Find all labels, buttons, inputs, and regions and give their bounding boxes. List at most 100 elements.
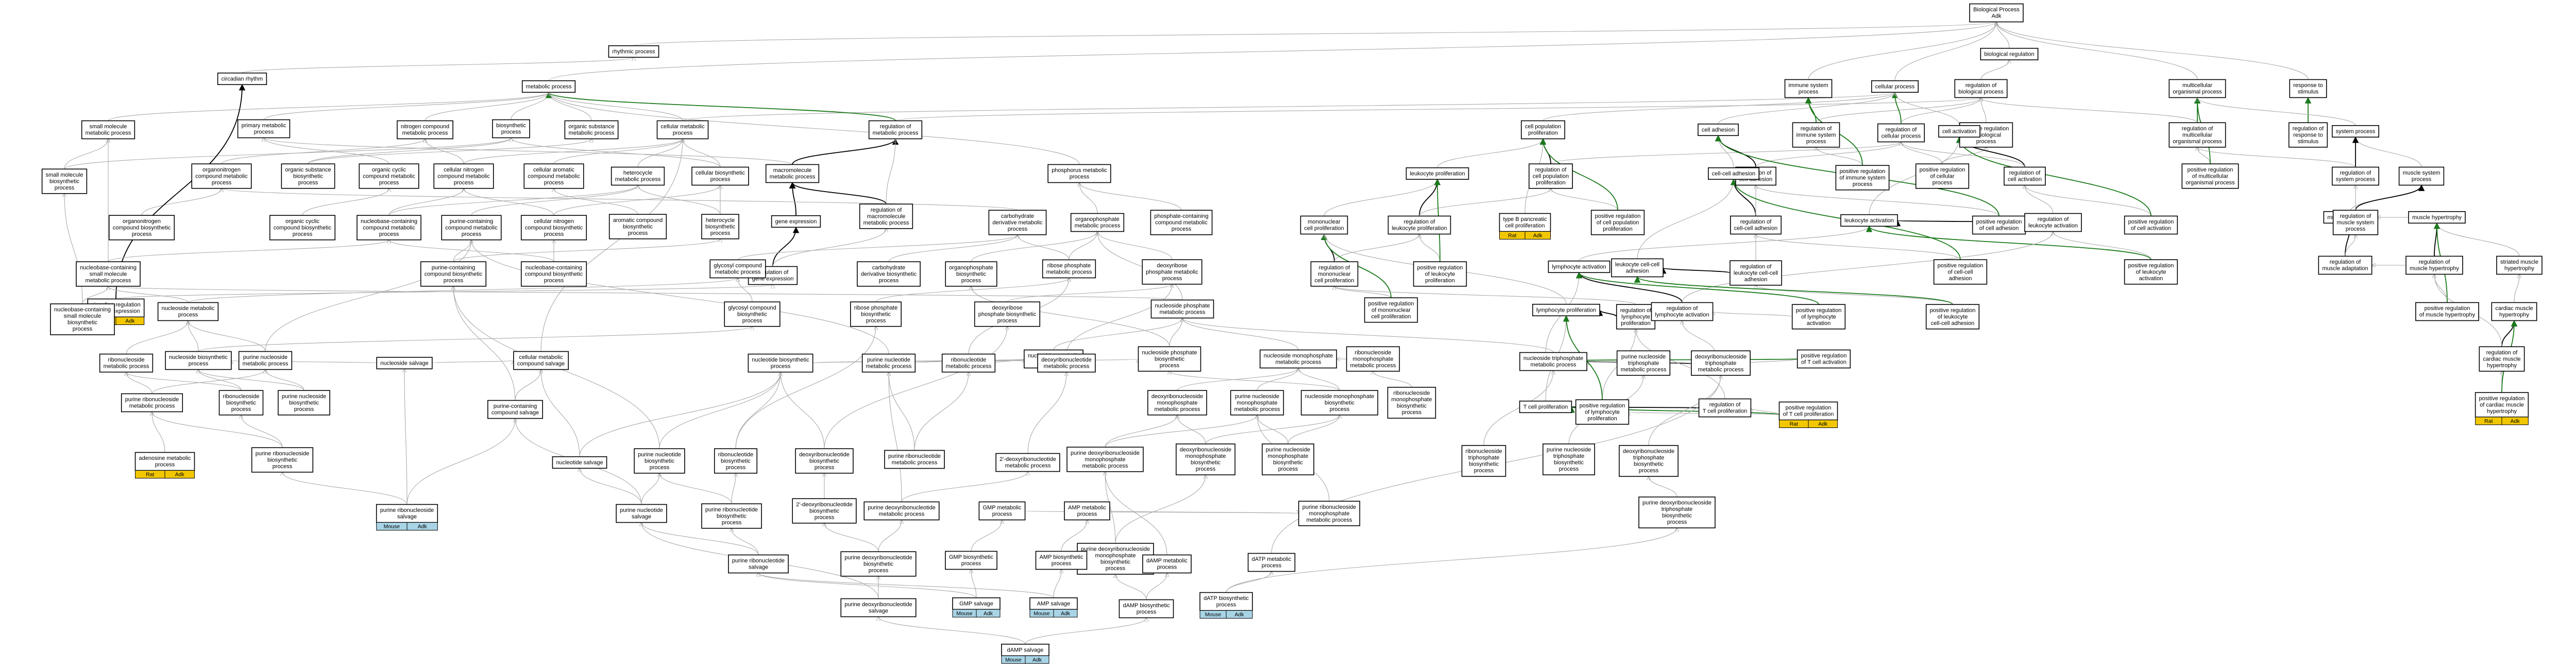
- go-term-rhythmic[interactable]: rhythmic process: [608, 45, 659, 58]
- go-term-lymphact[interactable]: lymphocyte activation: [1548, 260, 1611, 273]
- go-term-geneexpr[interactable]: gene expression: [771, 215, 821, 228]
- go-term-deoxyribonucmonophosbio[interactable]: deoxyribonucleosidemonophosphatebiosynth…: [1176, 443, 1235, 475]
- go-term-purineribonucmonophos[interactable]: purine ribonucleosidemonophosphatemetabo…: [1298, 501, 1361, 526]
- go-term-deoxyribonuctriphosbio[interactable]: deoxyribonucleosidetriphosphatebiosynthe…: [1619, 445, 1679, 477]
- go-term-nucmonophosbio[interactable]: nucleoside monophosphatebiosyntheticproc…: [1300, 390, 1379, 416]
- go-term-regtcellprolif[interactable]: regulation ofT cell proliferation: [1698, 398, 1752, 418]
- go-term-purinedeoxybio[interactable]: purine deoxyribonucleotidebiosyntheticpr…: [840, 551, 917, 577]
- go-term-cellular[interactable]: cellular process: [1871, 80, 1919, 93]
- go-term-metabolic[interactable]: metabolic process: [521, 80, 576, 93]
- go-term-ribonucmonophosbio[interactable]: ribonucleosidemonophosphatebiosyntheticp…: [1387, 387, 1436, 419]
- go-term-lymphprolif[interactable]: lymphocyte proliferation: [1532, 303, 1600, 317]
- go-term-leukoprolif[interactable]: leukocyte proliferation: [1405, 167, 1469, 180]
- go-term-purinenucmonophosbio[interactable]: purine nucleosidemonophosphatebiosynthet…: [1262, 443, 1314, 475]
- go-term-leukoact[interactable]: leukocyte activation: [1840, 214, 1898, 227]
- go-term-nucsalvage[interactable]: nucleotide salvage: [552, 456, 607, 469]
- go-term-celladh[interactable]: cell adhesion: [1698, 123, 1739, 136]
- go-term-purinenuctriphosbio[interactable]: purine nucleosidetriphosphatebiosyntheti…: [1543, 443, 1595, 475]
- go-term-musclehyper[interactable]: muscle hypertrophy: [2408, 211, 2466, 224]
- go-term-nucleosidesalv[interactable]: nucleoside salvage: [376, 356, 433, 370]
- go-term-systemproc[interactable]: system process: [2331, 125, 2380, 138]
- go-term-purinedeoxymonophos[interactable]: purine deoxyribonucleosidemonophosphatem…: [1066, 447, 1144, 472]
